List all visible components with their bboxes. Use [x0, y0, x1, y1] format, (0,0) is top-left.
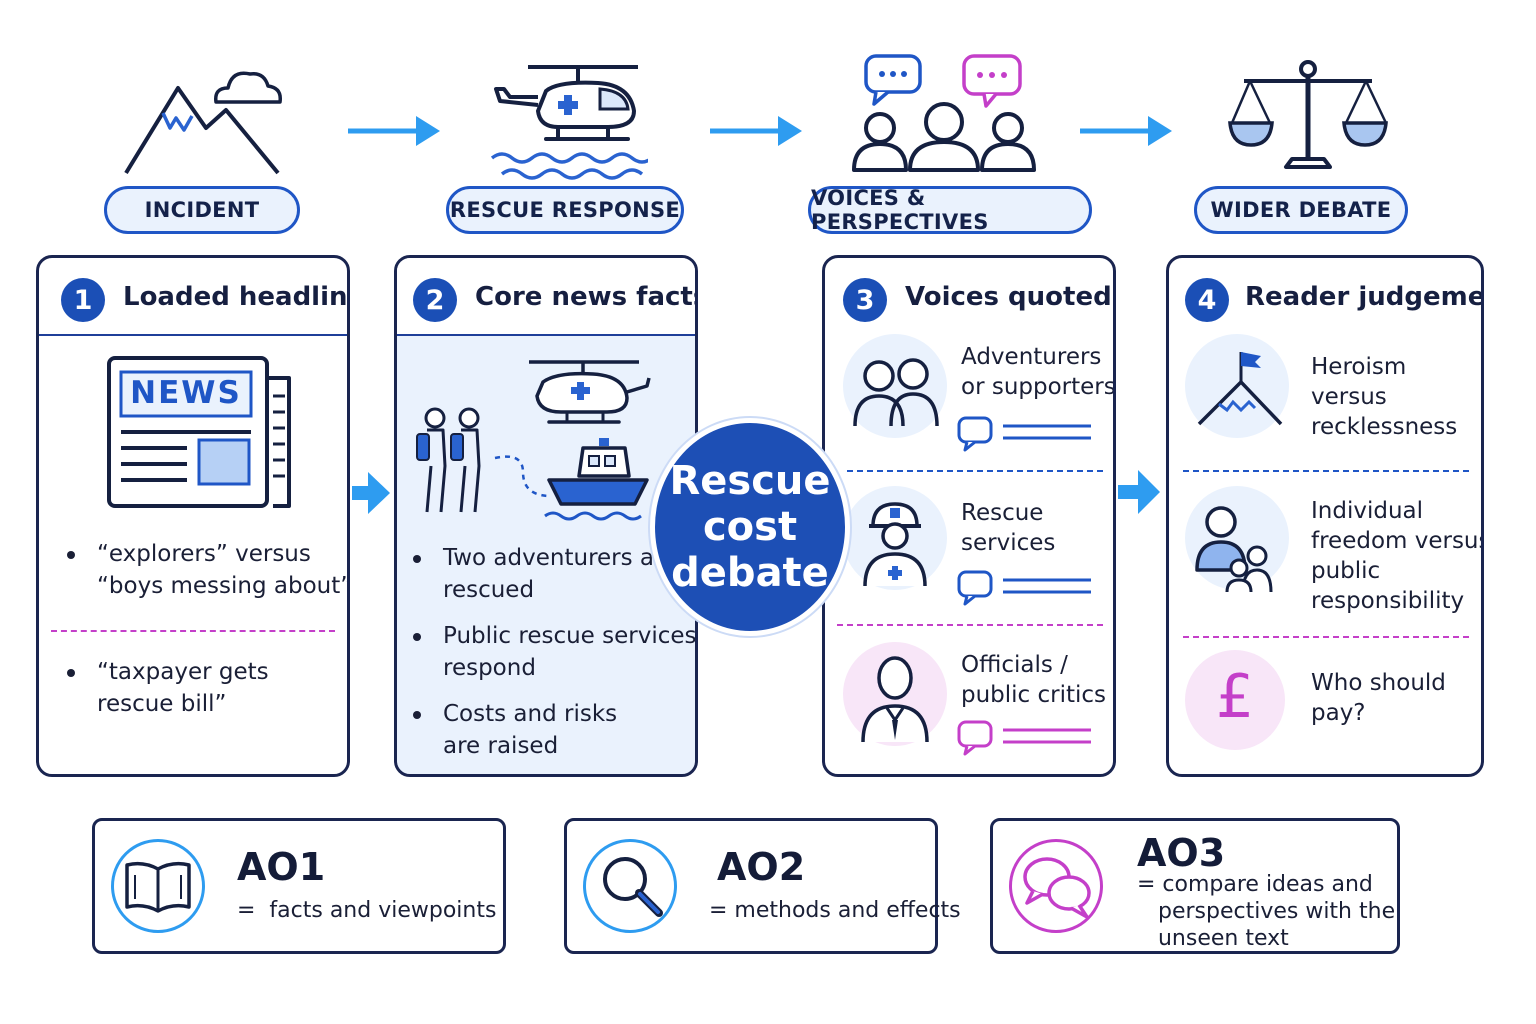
pound-icon: £ [1215, 662, 1255, 732]
ao1-box: AO1 = facts and viewpoints [92, 818, 506, 954]
rescue-path [494, 455, 552, 498]
ao-description: = facts and viewpoints [237, 898, 497, 923]
panel-reader-judgement: 4 Reader judgement Heroism versus reckle… [1166, 255, 1484, 777]
panel-header-divider [39, 334, 347, 336]
newspaper-icon [107, 356, 291, 508]
ao-description: = methods and effects [709, 898, 961, 923]
chat-bubble-icon [864, 54, 922, 106]
flow-arrow-1 [348, 116, 440, 146]
panel-number-badge: 1 [61, 278, 105, 322]
helicopter-icon [494, 65, 638, 141]
firefighter-icon [863, 502, 927, 587]
panel-title: Loaded headline [123, 282, 350, 312]
panel-number-badge: 2 [413, 278, 457, 322]
boat-icon [544, 438, 649, 521]
headline-quote: “taxpayer gets rescue bill” [57, 656, 347, 720]
mountain-icon [124, 71, 282, 175]
panel-header-divider [397, 334, 695, 336]
flow-arrow-3 [1080, 116, 1172, 146]
flag-summit-icon [1197, 352, 1283, 426]
cloud-icon [214, 71, 282, 104]
ao2-box: AO2 = methods and effects [564, 818, 961, 954]
dashed-divider [1183, 470, 1469, 472]
voice-label: Adventurers or supporters [961, 344, 1116, 400]
voice-icon-circle [843, 334, 947, 438]
helicopter-icon [529, 360, 651, 424]
dashed-divider [847, 470, 1103, 472]
core-fact: Two adventurers are rescued [403, 542, 695, 606]
news-label: NEWS [130, 375, 242, 411]
panel-number-badge: 4 [1185, 278, 1229, 322]
hiker-icon [416, 407, 481, 513]
stage-pill-wider-debate: WIDER DEBATE [1194, 186, 1408, 234]
panel-core-news-facts: 2 Core news facts Two adventurers are re… [394, 255, 698, 777]
quote-bubble-icon [957, 720, 1091, 756]
panel-title: Reader judgement [1245, 282, 1484, 312]
centre-topic-label: Rescue cost debate [669, 458, 831, 596]
family-icon [1195, 506, 1273, 593]
ao-code: AO1 [237, 845, 326, 889]
panel-arrow-1 [352, 472, 390, 514]
speech-bubbles-icon [1023, 857, 1091, 919]
judgement-icon-circle [1185, 650, 1285, 750]
scales-icon [1228, 60, 1388, 169]
headline-quote: “explorers” versus “boys messing about” [57, 538, 347, 602]
voice-label: Rescue services [961, 500, 1056, 556]
centre-topic-bubble: Rescue cost debate [650, 418, 850, 636]
panel-title: Core news facts [475, 282, 698, 312]
chat-bubble-icon [962, 54, 1022, 108]
people-icon [853, 358, 939, 427]
core-facts-list: Two adventurers are rescued Public rescu… [403, 542, 695, 762]
stage-pill-incident: INCIDENT [104, 186, 300, 234]
panel-voices-quoted: 3 Voices quoted Adventurers or supporter… [822, 255, 1116, 777]
people-icon [852, 54, 1036, 172]
stage-pill-voices: VOICES & PERSPECTIVES [808, 186, 1092, 234]
book-icon [125, 861, 191, 913]
stage-pill-rescue-response: RESCUE RESPONSE [446, 186, 684, 234]
judgement-item: Who should pay? [1311, 670, 1446, 726]
panel-number-badge: 3 [843, 278, 887, 322]
headline-quote-list: “taxpayer gets rescue bill” [57, 656, 347, 720]
core-fact: Costs and risks are raised [403, 698, 695, 762]
ao-description: = compare ideas and perspectives with th… [1137, 872, 1396, 951]
panel-title: Voices quoted [905, 282, 1112, 312]
official-icon [861, 656, 929, 743]
panel-loaded-headline: 1 Loaded headline NEWS “explorers” versu… [36, 255, 350, 777]
water-icon [490, 152, 648, 180]
core-fact: Public rescue services respond [403, 620, 695, 684]
judgement-item: Heroism versus recklessness [1311, 354, 1458, 440]
quote-bubble-icon [957, 570, 1091, 606]
dashed-divider [51, 630, 335, 632]
dashed-divider [1183, 636, 1469, 638]
quote-bubble-icon [957, 416, 1091, 452]
ao-code: AO2 [717, 845, 806, 889]
voice-label: Officials / public critics [961, 652, 1107, 708]
panel-arrow-2 [1118, 470, 1160, 514]
magnifier-icon [603, 857, 663, 917]
ao-code: AO3 [1137, 831, 1226, 875]
flow-arrow-2 [710, 116, 802, 146]
headline-quote-list: “explorers” versus “boys messing about” [57, 538, 347, 602]
judgement-item: Individual freedom versus public respons… [1311, 498, 1484, 614]
dashed-divider [837, 624, 1103, 626]
ao3-box: AO3 = compare ideas and perspectives wit… [990, 818, 1400, 954]
